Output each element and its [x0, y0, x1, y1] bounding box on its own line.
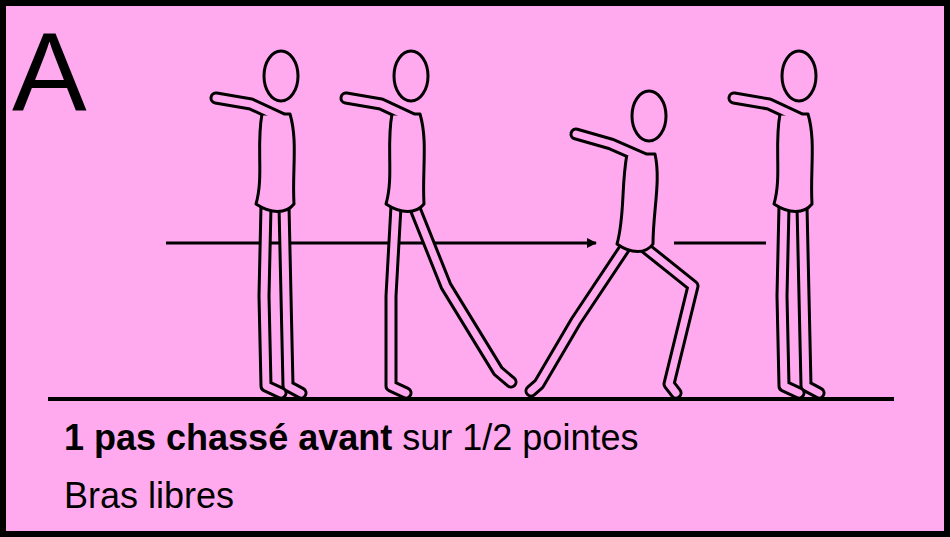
- direction-line: [674, 242, 766, 245]
- step-title: 1 pas chassé avant: [64, 418, 392, 458]
- step-letter: A: [12, 10, 87, 133]
- gymnast-figure: [734, 51, 819, 393]
- ground-line: [48, 397, 894, 401]
- direction-arrow: [166, 242, 596, 245]
- gymnast-figure: [216, 51, 301, 393]
- step-detail: sur 1/2 pointes: [402, 418, 638, 458]
- arm-note: Bras libres: [64, 476, 234, 516]
- gymnast-figure: [531, 91, 693, 393]
- gymnast-figure: [346, 51, 511, 393]
